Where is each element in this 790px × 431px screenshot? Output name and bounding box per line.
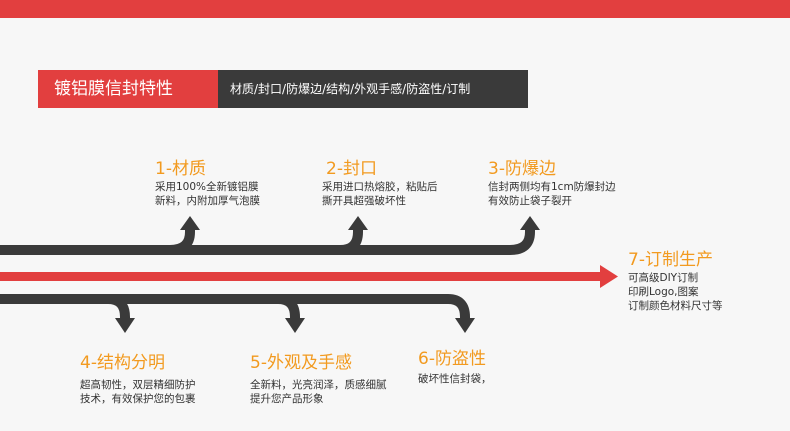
step-7-desc-line: 订制颜色材料尺寸等 <box>628 300 723 312</box>
step-4-desc: 超高韧性，双层精细防护 技术，有效保护您的包裹 <box>80 378 196 406</box>
page-title: 镀铝膜信封特性 <box>38 70 218 108</box>
step-5-desc-line: 提升您产品形象 <box>250 393 324 405</box>
step-1-desc: 采用100%全新镀铝膜 新料，内附加厚气泡膜 <box>155 180 260 208</box>
arrow-down-4 <box>115 318 135 333</box>
arrow-up-3 <box>520 216 540 230</box>
top-accent-bar <box>0 0 790 18</box>
step-4-title: 4-结构分明 <box>80 353 165 373</box>
step-1-desc-line: 采用100%全新镀铝膜 <box>155 181 259 193</box>
step-2-desc-line: 采用进口热熔胶，粘贴后 <box>322 181 438 193</box>
branch-down-5 <box>277 294 300 320</box>
step-7-desc-line: 可高级DIY订制 <box>628 272 699 284</box>
step-3-desc-line: 有效防止袋子裂开 <box>488 195 572 207</box>
step-2-title: 2-封口 <box>326 159 377 179</box>
step-7-desc: 可高级DIY订制 印刷Logo,图案 订制颜色材料尺寸等 <box>628 271 723 313</box>
branch-up-2 <box>339 228 363 255</box>
step-3-desc: 信封两侧均有1cm防爆封边 有效防止袋子裂开 <box>488 180 616 208</box>
step-5-desc-line: 全新料，光亮润泽，质感细腻 <box>250 379 387 391</box>
step-6-desc-line: 破坏性信封袋， <box>418 373 492 385</box>
step-6-desc: 破坏性信封袋， <box>418 372 492 386</box>
step-5-title: 5-外观及手感 <box>250 353 352 373</box>
step-1-desc-line: 新料，内附加厚气泡膜 <box>155 195 260 207</box>
step-7-title: 7-订制生产 <box>628 250 713 270</box>
main-red-line <box>0 272 602 281</box>
step-2-desc: 采用进口热熔胶，粘贴后 撕开具超强破坏性 <box>322 180 438 208</box>
step-7-desc-line: 印刷Logo,图案 <box>628 286 699 298</box>
arrow-down-6 <box>455 318 475 333</box>
step-5-desc: 全新料，光亮润泽，质感细腻 提升您产品形象 <box>250 378 387 406</box>
lower-flow-line <box>0 294 470 320</box>
step-6-title: 6-防盗性 <box>418 349 486 369</box>
branch-up-1 <box>169 228 195 255</box>
upper-flow-line <box>0 228 535 255</box>
arrow-down-5 <box>285 318 305 333</box>
step-4-desc-line: 超高韧性，双层精细防护 <box>80 379 196 391</box>
step-2-desc-line: 撕开具超强破坏性 <box>322 195 406 207</box>
step-1-title: 1-材质 <box>155 159 206 179</box>
step-4-desc-line: 技术，有效保护您的包裹 <box>80 393 196 405</box>
step-3-title: 3-防爆边 <box>488 159 556 179</box>
arrow-up-2 <box>348 216 368 230</box>
step-3-desc-line: 信封两侧均有1cm防爆封边 <box>488 181 616 193</box>
branch-down-4 <box>107 294 130 320</box>
arrow-up-1 <box>180 216 200 230</box>
main-red-arrowhead <box>600 265 618 288</box>
page-subtitle: 材质/封口/防爆边/结构/外观手感/防盗性/订制 <box>218 70 528 108</box>
